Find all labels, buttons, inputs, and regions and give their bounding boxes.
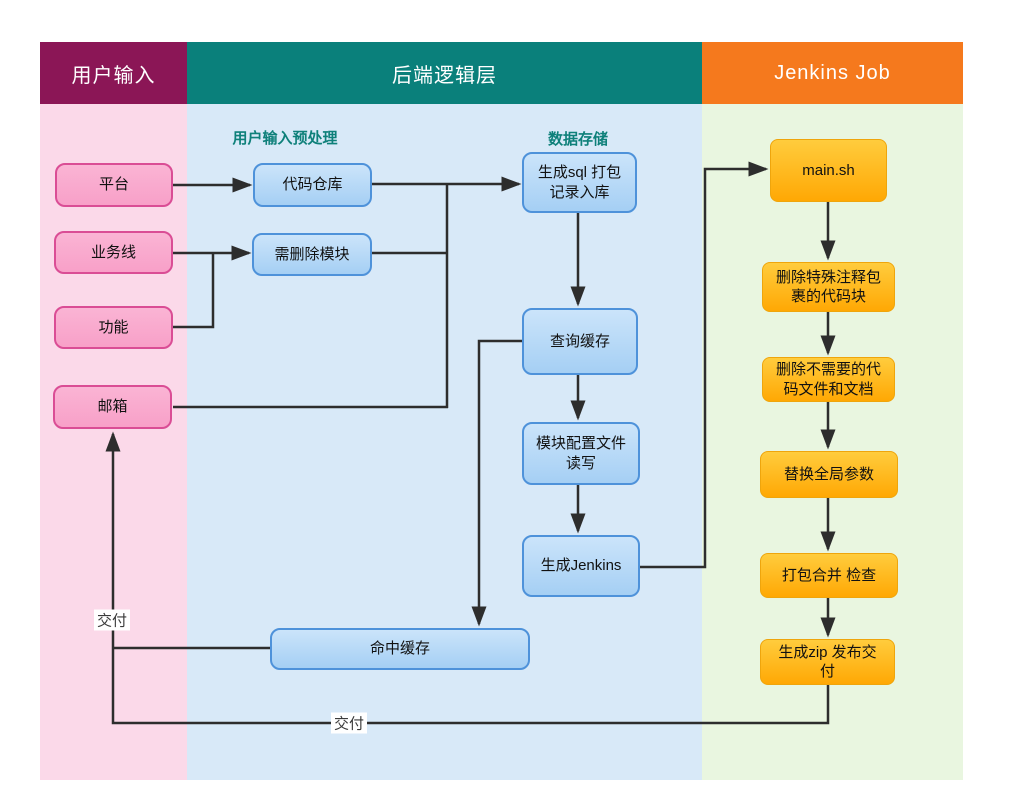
- node-query-cache-label: 查询缓存: [549, 332, 610, 350]
- node-replace-global-params[interactable]: 替换全局参数: [760, 451, 898, 498]
- node-gen-sql-label: 生成sql 打包 记录入库: [537, 164, 622, 201]
- node-email[interactable]: 邮箱: [53, 385, 172, 429]
- node-platform[interactable]: 平台: [55, 163, 173, 207]
- node-del-unneeded-files[interactable]: 删除不需要的代 码文件和文档: [762, 357, 895, 402]
- node-query-cache[interactable]: 查询缓存: [522, 308, 638, 375]
- section-label-preprocess: 用户输入预处理: [232, 130, 338, 147]
- lane-header-user-input: 用户输入: [40, 42, 187, 104]
- node-platform-label: 平台: [98, 176, 129, 194]
- node-hit-cache-label: 命中缓存: [369, 640, 430, 658]
- node-module-config-rw[interactable]: 模块配置文件 读写: [522, 422, 640, 485]
- node-modules-to-delete[interactable]: 需删除模块: [252, 233, 372, 276]
- lane-title-jenkins-job: Jenkins Job: [774, 61, 891, 84]
- node-gen-zip-deliver-label: 生成zip 发布交 付: [778, 643, 877, 681]
- edge-label-deliver-left: 交付: [93, 609, 131, 631]
- node-gen-sql[interactable]: 生成sql 打包 记录入库: [522, 152, 637, 213]
- edge-label-deliver-bottom: 交付: [330, 712, 368, 734]
- node-package-merge-check[interactable]: 打包合并 检查: [760, 553, 898, 598]
- lane-header-jenkins-job: Jenkins Job: [702, 42, 963, 104]
- node-replace-global-params-label: 替换全局参数: [783, 465, 874, 483]
- node-gen-jenkins-label: 生成Jenkins: [540, 557, 622, 575]
- node-main-sh-label: main.sh: [802, 161, 855, 179]
- node-modules-to-delete-label: 需删除模块: [274, 245, 350, 263]
- node-email-label: 邮箱: [97, 398, 128, 416]
- node-del-comment-blocks[interactable]: 删除特殊注释包 裹的代码块: [762, 262, 895, 312]
- node-feature[interactable]: 功能: [54, 306, 173, 349]
- node-gen-jenkins[interactable]: 生成Jenkins: [522, 535, 640, 597]
- lane-title-user-input: 用户输入: [71, 64, 156, 87]
- node-feature-label: 功能: [98, 318, 129, 336]
- node-business-line[interactable]: 业务线: [54, 231, 173, 274]
- node-business-line-label: 业务线: [90, 243, 136, 261]
- node-hit-cache[interactable]: 命中缓存: [270, 628, 530, 670]
- lane-title-backend-logic: 后端逻辑层: [392, 64, 497, 87]
- node-module-config-rw-label: 模块配置文件 读写: [535, 435, 626, 472]
- lane-header-backend-logic: 后端逻辑层: [187, 42, 702, 104]
- node-del-unneeded-files-label: 删除不需要的代 码文件和文档: [775, 361, 881, 398]
- node-package-merge-check-label: 打包合并 检查: [781, 566, 877, 584]
- node-code-repo[interactable]: 代码仓库: [253, 163, 372, 207]
- section-label-data-storage: 数据存储: [547, 131, 609, 148]
- node-gen-zip-deliver[interactable]: 生成zip 发布交 付: [760, 639, 895, 685]
- node-del-comment-blocks-label: 删除特殊注释包 裹的代码块: [775, 268, 881, 306]
- node-code-repo-label: 代码仓库: [282, 176, 343, 194]
- node-main-sh[interactable]: main.sh: [770, 139, 887, 202]
